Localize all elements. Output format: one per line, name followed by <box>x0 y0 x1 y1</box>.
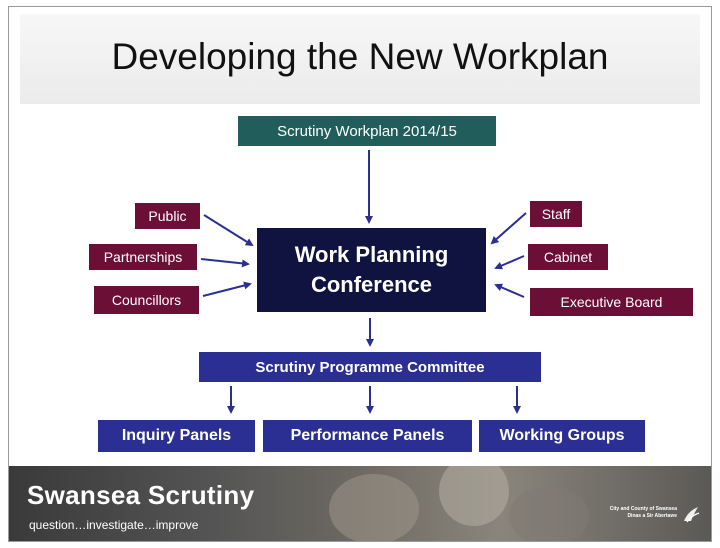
input-councillors: Councillors <box>94 286 199 314</box>
output-performance-panels: Performance Panels <box>263 420 472 452</box>
arrow-icon <box>202 281 252 297</box>
photo-background <box>329 474 419 541</box>
output-working-groups: Working Groups <box>479 420 645 452</box>
input-cabinet: Cabinet <box>528 244 608 270</box>
slide-frame <box>8 6 712 542</box>
input-executive-board: Executive Board <box>530 288 693 316</box>
input-public: Public <box>135 203 200 229</box>
slide-title: Developing the New Workplan <box>111 36 609 77</box>
workplan-box: Scrutiny Workplan 2014/15 <box>238 116 496 146</box>
brand-tagline: question…investigate…improve <box>29 518 199 532</box>
input-partnerships: Partnerships <box>89 244 197 270</box>
output-inquiry-panels: Inquiry Panels <box>98 420 255 452</box>
arrow-icon <box>494 283 525 298</box>
photo-background <box>509 486 589 541</box>
conference-line-1: Work Planning <box>294 242 449 267</box>
title-panel <box>20 14 700 104</box>
arrow-icon <box>203 214 254 247</box>
brand-name: Swansea Scrutiny <box>27 480 255 510</box>
arrow-icon <box>490 212 527 245</box>
photo-background <box>439 466 509 526</box>
council-name-welsh: Dinas a Sir Abertawe <box>627 513 677 519</box>
committee-box: Scrutiny Programme Committee <box>199 352 541 382</box>
conference-line-2: Conference <box>310 272 433 297</box>
arrow-icon <box>200 258 250 268</box>
work-planning-conference-box: Work Planning Conference <box>257 228 486 312</box>
arrow-icon <box>494 255 525 270</box>
council-name-english: City and County of Swansea <box>609 506 677 512</box>
council-name: City and County of Swansea Dinas a Sir A… <box>610 506 677 520</box>
input-staff: Staff <box>530 201 582 227</box>
footer-banner: Swansea Scrutiny question…investigate…im… <box>9 466 711 541</box>
swansea-logo-icon <box>684 507 700 523</box>
